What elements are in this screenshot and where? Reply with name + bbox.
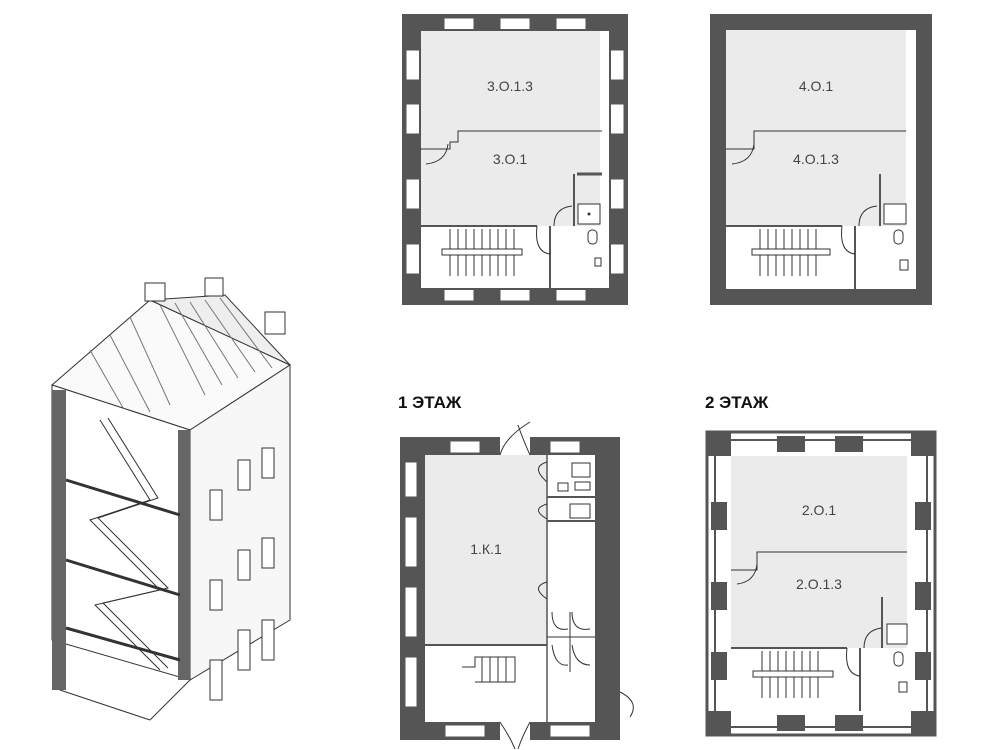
room-label: 4.О.1.3 [793,151,839,167]
isometric-building-section [51,277,292,721]
floor-1-title: 1 ЭТАЖ [398,393,462,412]
room-label: 1.К.1 [470,541,502,557]
room-label: 4.О.1 [799,78,833,94]
room-label: 2.О.1 [802,502,836,518]
room-label: 2.О.1.3 [796,576,842,592]
floor-2-title: 2 ЭТАЖ [705,393,769,412]
floor-1-plan: 1.К.1 [400,421,634,750]
room-label: 3.О.1.3 [487,78,533,94]
floor-4-plan: 4.О.1 4.О.1.3 [710,14,932,305]
room-label: 3.О.1 [493,151,527,167]
floor-2-plan: 2.О.1 2.О.1.3 [705,430,937,737]
floor-3-plan: 3.О.1.3 3.О.1 [400,12,630,307]
